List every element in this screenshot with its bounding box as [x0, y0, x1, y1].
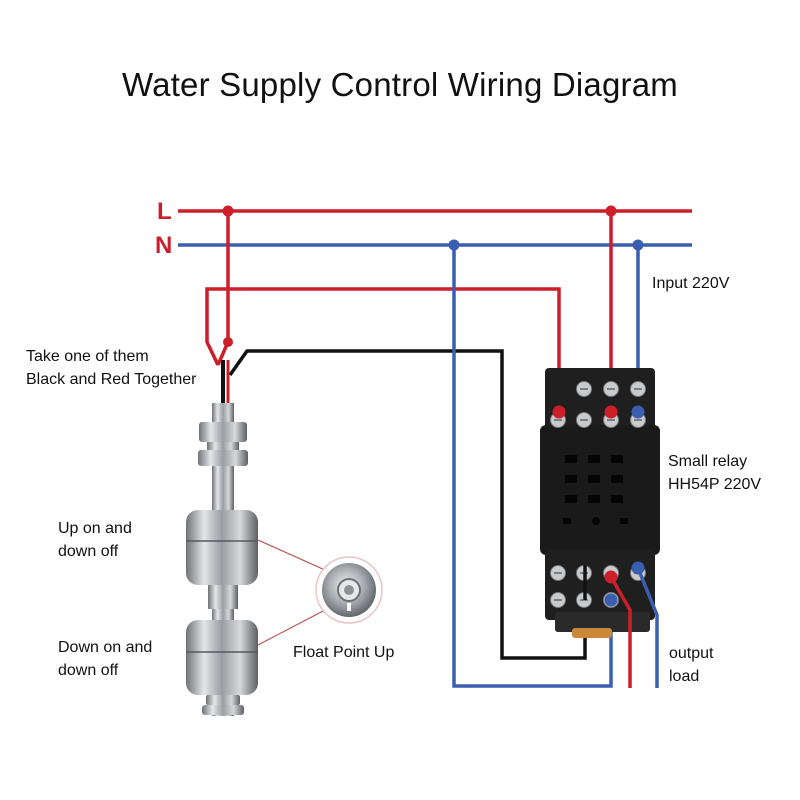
float-point-label: Float Point Up [293, 644, 395, 661]
float-switch [186, 360, 258, 716]
output-label-2: load [669, 668, 700, 685]
relay-label-1: Small relay [668, 453, 748, 470]
relay-socket [540, 368, 660, 638]
output-blue-wire [636, 567, 659, 688]
callout-line [257, 539, 326, 571]
down-label-1: Down on and [58, 639, 153, 656]
junction-dot [632, 239, 644, 251]
up-label-2: down off [58, 543, 119, 560]
output-red-wire [609, 576, 632, 688]
live-line-label: L [157, 198, 172, 225]
page-title: Water Supply Control Wiring Diagram [122, 66, 678, 103]
input-label: Input 220V [652, 275, 730, 292]
relay-terminal-red [604, 405, 618, 419]
take-label-1: Take one of them [26, 348, 149, 365]
relay-label-2: HH54P 220V [668, 476, 762, 493]
up-label-1: Up on and [58, 520, 132, 537]
relay-terminal-blue [631, 405, 645, 419]
junction-dot [605, 205, 617, 217]
callout-line [257, 609, 326, 646]
float-point-zoom [315, 556, 383, 624]
take-label-2: Black and Red Together [26, 371, 197, 388]
relay-terminal-blue [604, 593, 618, 607]
neutral-line-label: N [155, 232, 173, 259]
output-label-1: output [669, 645, 714, 662]
relay-terminal-red [552, 405, 566, 419]
junction-dot [448, 239, 460, 251]
junction-dot [222, 205, 234, 217]
black-signal-wire [228, 349, 587, 660]
blue-return-wire [452, 245, 613, 688]
junction-dot [223, 337, 233, 347]
down-label-2: down off [58, 662, 119, 679]
red-loop-wire [205, 287, 561, 410]
